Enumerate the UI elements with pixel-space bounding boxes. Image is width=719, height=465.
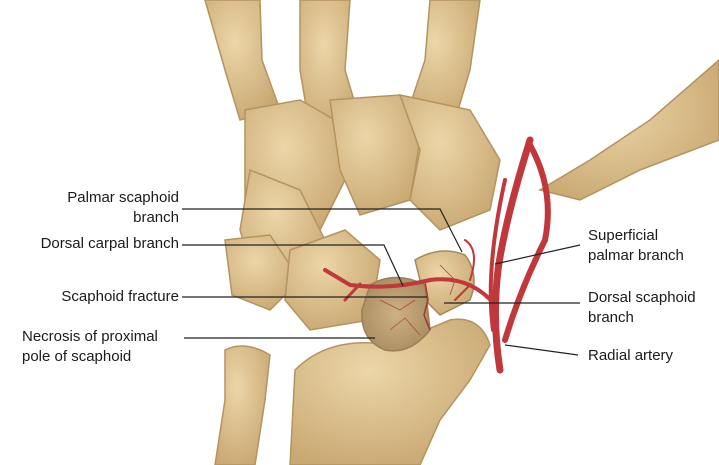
leader-radial-artery bbox=[504, 344, 579, 356]
label-dorsal-carpal-branch: Dorsal carpal branch bbox=[40, 235, 179, 252]
label-palmar-scaphoid-branch: Palmar scaphoid branch bbox=[67, 188, 179, 228]
label-necrosis: Necrosis of proximal pole of scaphoid bbox=[22, 327, 158, 367]
scaphoid-distal bbox=[414, 250, 475, 316]
label-line: Superficial bbox=[588, 227, 659, 244]
label-line: Necrosis of proximal bbox=[22, 328, 158, 345]
dorsal-carpal-artery bbox=[323, 268, 497, 307]
ulna bbox=[214, 345, 271, 465]
leader-dorsal-carpal bbox=[182, 244, 404, 287]
label-line: branch bbox=[133, 209, 179, 226]
metacarpal-thumb bbox=[538, 59, 719, 201]
label-scaphoid-fracture: Scaphoid fracture bbox=[61, 288, 179, 305]
label-line: pole of scaphoid bbox=[22, 348, 132, 365]
label-line: branch bbox=[588, 309, 634, 326]
label-dorsal-scaphoid-branch: Dorsal scaphoid branch bbox=[588, 288, 696, 328]
label-line: Palmar scaphoid bbox=[67, 189, 179, 206]
label-superficial-palmar-branch: Superficial palmar branch bbox=[588, 226, 684, 266]
dorsal-scaphoid-artery bbox=[454, 284, 471, 301]
intraosseous-vessels bbox=[379, 264, 456, 336]
radial-artery bbox=[491, 136, 534, 374]
metacarpal-1 bbox=[204, 0, 281, 121]
fracture-line bbox=[423, 281, 431, 331]
label-line: palmar branch bbox=[588, 247, 684, 264]
label-line: Dorsal scaphoid bbox=[588, 289, 696, 306]
radius bbox=[289, 318, 491, 465]
leader-superficial-palmar bbox=[494, 244, 581, 265]
palmar-scaphoid-artery bbox=[464, 239, 475, 281]
superficial-palmar-artery bbox=[488, 178, 507, 332]
radial-artery-branch bbox=[502, 142, 551, 343]
carpal-trapezium bbox=[398, 93, 501, 231]
label-radial-artery: Radial artery bbox=[588, 347, 674, 364]
leader-palmar-scaphoid bbox=[182, 208, 463, 253]
